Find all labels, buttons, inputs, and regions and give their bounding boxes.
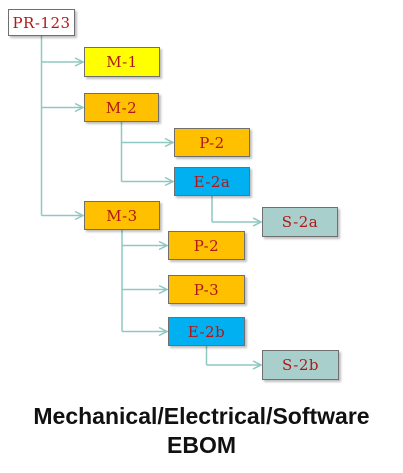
node-m-2: M-2	[84, 93, 159, 122]
node-pr-123: PR-123	[8, 9, 75, 36]
caption-line-1: Mechanical/Electrical/Software	[33, 403, 370, 429]
node-m-1: M-1	[84, 47, 160, 77]
node-p-2-second: P-2	[168, 231, 245, 260]
node-p-3: P-3	[168, 275, 245, 304]
node-e-2a: E-2a	[174, 167, 250, 196]
node-s-2b: S-2b	[262, 350, 339, 380]
node-e-2b: E-2b	[168, 317, 245, 346]
node-m-3: M-3	[84, 201, 160, 230]
caption-line-2: EBOM	[167, 432, 236, 458]
node-p-2-first: P-2	[174, 128, 250, 157]
node-s-2a: S-2a	[262, 207, 338, 237]
